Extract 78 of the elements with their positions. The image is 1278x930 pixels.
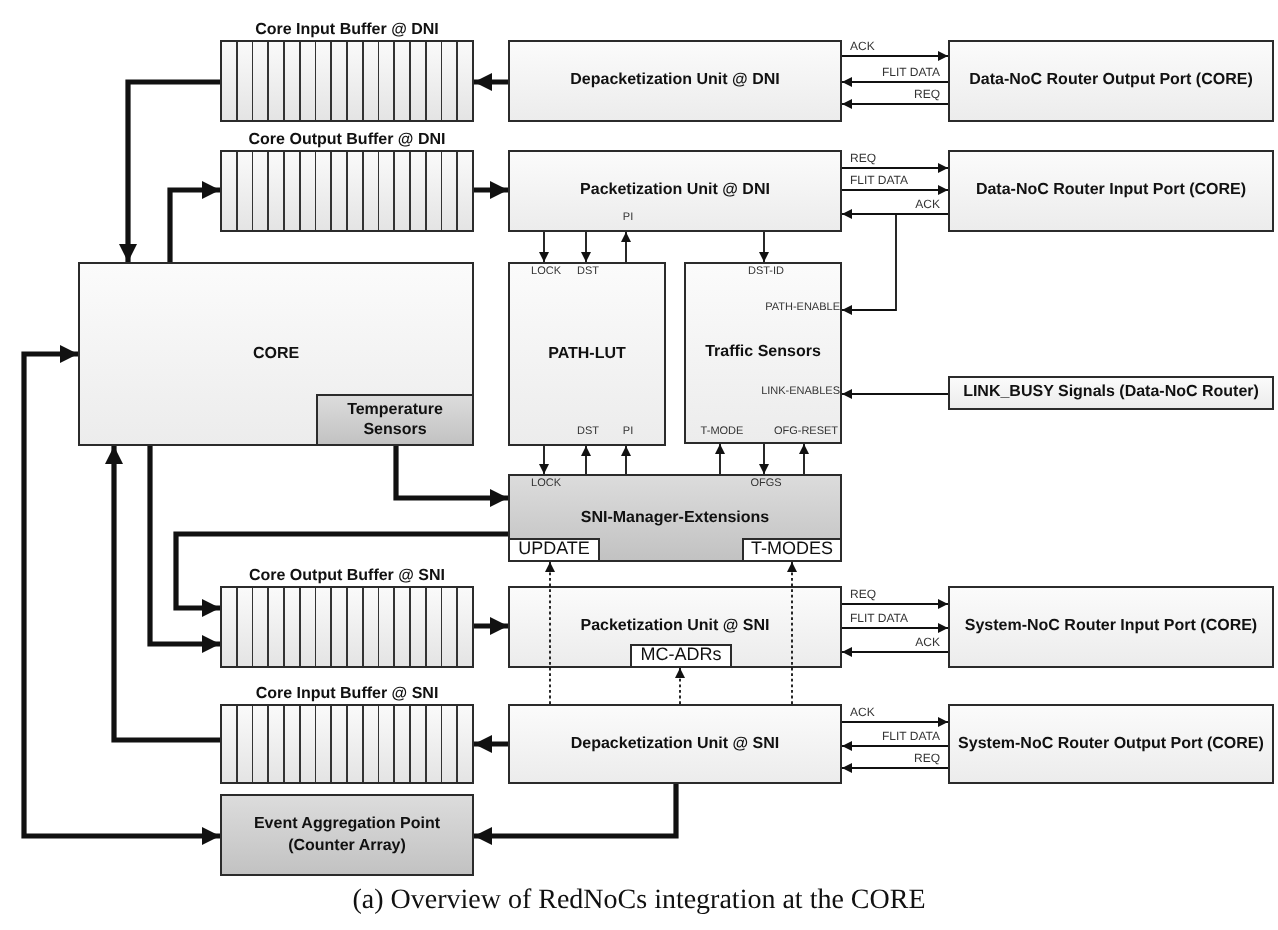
arrow: [621, 445, 631, 475]
unit-label: Temperature Sensors: [345, 399, 445, 441]
arrow: [841, 185, 949, 195]
unit-box: [948, 150, 1274, 232]
arrow: [841, 77, 949, 87]
unit-label: Data-NoC Router Input Port (CORE): [973, 180, 1249, 202]
arrow: [841, 51, 949, 61]
arrow: [167, 181, 220, 262]
unit-box: [508, 586, 842, 668]
unit-label: CORE: [250, 343, 302, 365]
arrow: [621, 231, 631, 263]
dotted-arrow: [787, 561, 797, 705]
arrow: [841, 99, 949, 109]
dotted-arrow: [545, 561, 555, 705]
arrow: [841, 163, 949, 173]
unit-label: Depacketization Unit @ DNI: [568, 70, 782, 92]
buffer-title: Core Input Buffer @ DNI: [253, 22, 441, 40]
arrow: [474, 735, 508, 753]
arrow: [841, 717, 949, 727]
arrow: [841, 647, 949, 657]
unit-label: System-NoC Router Output Port (CORE): [956, 733, 1266, 755]
unit-label: LINK_BUSY Signals (Data-NoC Router): [961, 382, 1261, 404]
register-tag: [630, 644, 732, 668]
arrow: [539, 231, 549, 263]
unit-box: [78, 262, 474, 446]
arrow: [759, 443, 769, 475]
arrow: [393, 446, 508, 507]
unit-box: [508, 150, 842, 232]
arrow: [21, 345, 220, 845]
unit-box: [948, 376, 1274, 410]
arrow: [841, 763, 949, 773]
arrow: [539, 445, 549, 475]
arrow: [474, 181, 508, 199]
unit-box: [508, 474, 842, 562]
unit-label: Packetization Unit @ SNI: [578, 616, 772, 638]
arrow: [474, 617, 508, 635]
arrow: [119, 79, 220, 262]
arrow: [841, 599, 949, 609]
buffer-title: Core Output Buffer @ DNI: [246, 132, 448, 150]
unit-label: UPDATE: [516, 538, 592, 562]
unit-label: PATH-LUT: [546, 343, 628, 365]
unit-label: Event Aggregation Point (Counter Array): [251, 814, 443, 856]
unit-label: SNI-Manager-Extensions: [578, 507, 772, 529]
arrow: [581, 231, 591, 263]
arrow: [173, 531, 508, 617]
unit-label: Data-NoC Router Output Port (CORE): [967, 70, 1255, 92]
unit-box: [948, 40, 1274, 122]
unit-box: [684, 262, 842, 444]
arrow: [715, 443, 725, 475]
register-tag: [508, 538, 600, 562]
buffer-title: Core Output Buffer @ SNI: [246, 568, 448, 586]
unit-label: Traffic Sensors: [703, 342, 823, 364]
unit-label: System-NoC Router Input Port (CORE): [962, 616, 1260, 638]
unit-box: [508, 704, 842, 784]
unit-box: [948, 586, 1274, 668]
arrow: [841, 213, 949, 315]
unit-box: [220, 794, 474, 876]
unit-box: [508, 262, 666, 446]
arrow: [474, 73, 508, 91]
unit-box: [948, 704, 1274, 784]
unit-label: Packetization Unit @ DNI: [578, 180, 772, 202]
arrow: [759, 231, 769, 263]
buffer-title: Core Input Buffer @ SNI: [253, 686, 441, 704]
unit-box: [508, 40, 842, 122]
unit-label: T-MODES: [748, 538, 835, 562]
arrow: [581, 445, 591, 475]
arrow: [799, 443, 809, 475]
arrow: [841, 741, 949, 751]
arrow: [474, 784, 679, 845]
arrow: [841, 623, 949, 633]
arrow: [147, 446, 220, 653]
unit-box: [316, 394, 474, 446]
unit-label: MC-ADRs: [638, 644, 724, 668]
arrow: [841, 389, 949, 399]
dotted-arrow: [675, 667, 685, 705]
figure-caption: (a) Overview of RedNoCs integration at the CORE: [350, 886, 928, 918]
unit-label: Depacketization Unit @ SNI: [568, 733, 782, 755]
arrow: [105, 446, 220, 743]
